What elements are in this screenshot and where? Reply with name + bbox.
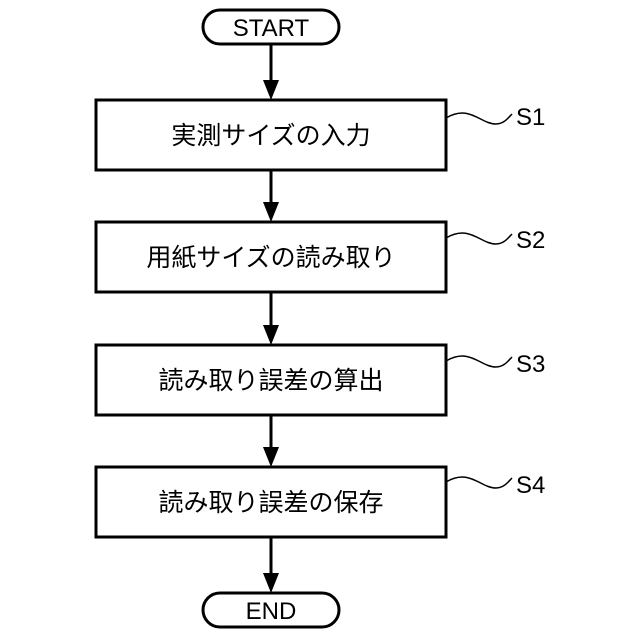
step-s3: 読み取り誤差の算出 S3 [96, 345, 545, 415]
arrowhead [263, 447, 279, 467]
start-terminal: START [203, 10, 339, 44]
step-s3-leader [446, 356, 512, 367]
end-label: END [246, 598, 297, 625]
arrowhead [263, 325, 279, 345]
end-terminal: END [203, 593, 339, 627]
step-s4-ref: S4 [516, 472, 545, 499]
step-s2-text: 用紙サイズの読み取り [146, 243, 395, 272]
step-s4-leader [446, 477, 512, 488]
step-s3-text: 読み取り誤差の算出 [158, 366, 383, 395]
connector-s4-end [263, 537, 279, 593]
connector-s1-s2 [263, 170, 279, 222]
arrowhead [263, 202, 279, 222]
step-s2: 用紙サイズの読み取り S2 [96, 222, 545, 292]
step-s1-ref: S1 [516, 104, 545, 131]
step-s1: 実測サイズの入力 S1 [96, 100, 545, 170]
step-s2-ref: S2 [516, 227, 545, 254]
arrowhead [263, 573, 279, 593]
connector-start-s1 [263, 44, 279, 100]
step-s3-ref: S3 [516, 351, 545, 378]
connector-s3-s4 [263, 415, 279, 467]
step-s2-leader [446, 233, 512, 244]
start-label: START [233, 15, 310, 42]
step-s1-text: 実測サイズの入力 [171, 121, 370, 150]
step-s4: 読み取り誤差の保存 S4 [96, 467, 545, 537]
step-s4-text: 読み取り誤差の保存 [158, 488, 383, 517]
arrowhead [263, 80, 279, 100]
connector-s2-s3 [263, 292, 279, 345]
step-s1-leader [446, 113, 512, 124]
